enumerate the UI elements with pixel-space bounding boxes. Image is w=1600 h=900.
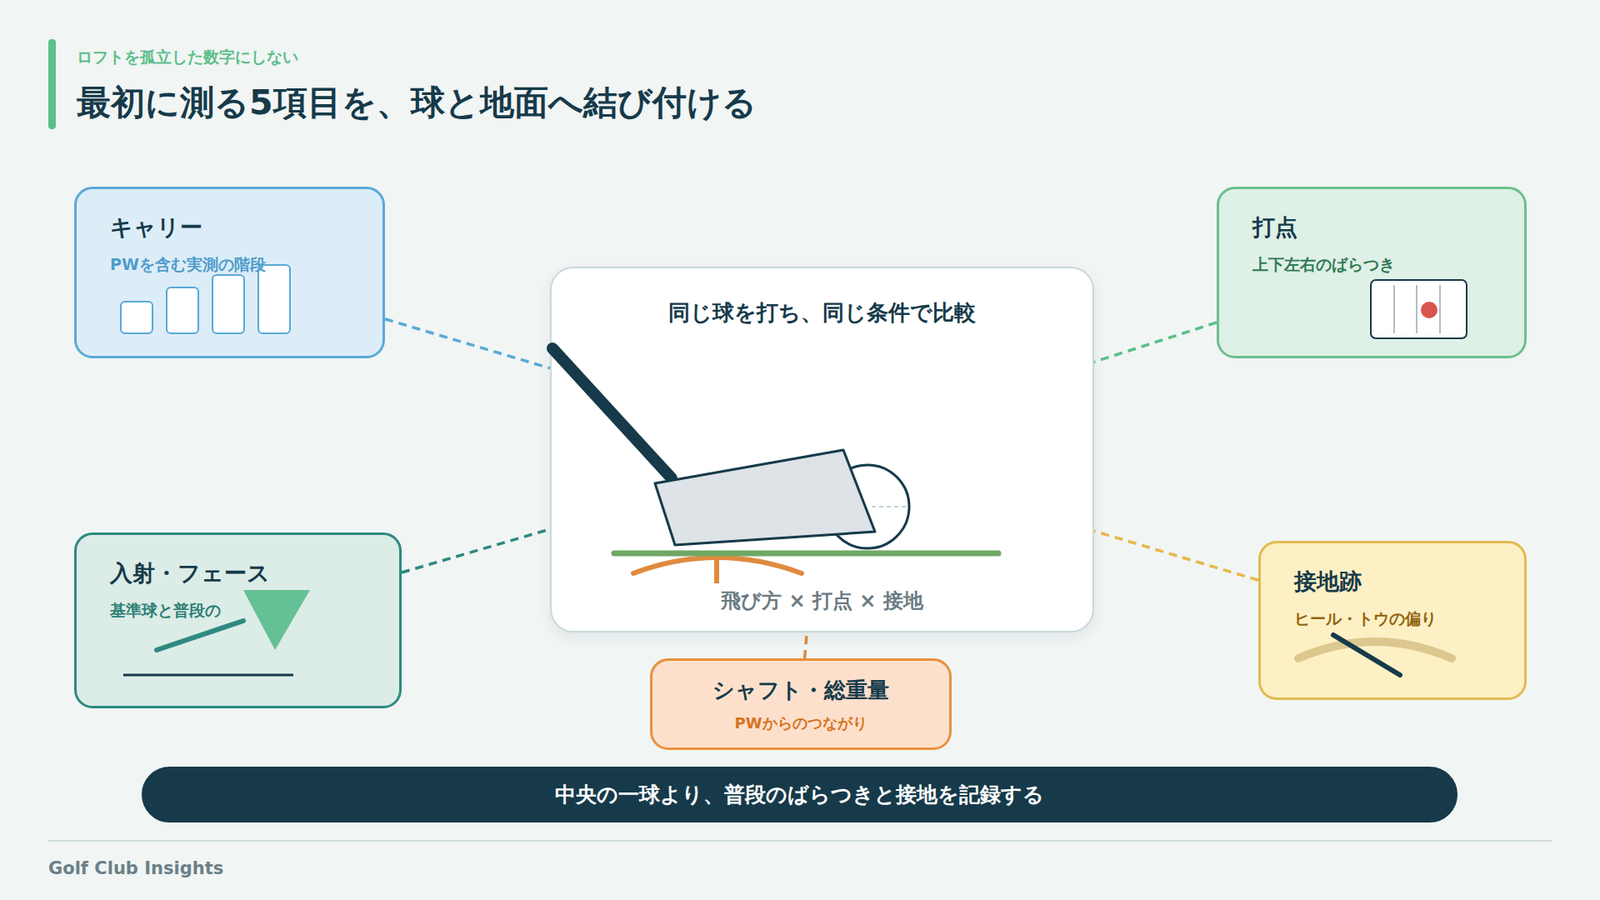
box-caption: ヒール・トウの偏り [1294,608,1500,630]
dashed-connector [401,529,550,573]
box-caption: 飛び方 × 打点 × 接地 [551,587,1093,615]
box-caption: 基準球と普段の [110,600,375,622]
center-panel: 同じ球を打ち、同じ条件で比較飛び方 × 打点 × 接地 [550,266,1095,633]
eyebrow-label: ロフトを孤立した数字にしない [76,46,299,69]
footer-rule [48,840,1552,842]
metric-box: キャリー PWを含む実測の階段 [74,186,385,359]
metric-box: 打点上下左右のばらつき [1216,186,1527,359]
metric-box: 接地跡ヒール・トウの偏り [1258,540,1527,700]
dashed-connector [805,632,808,659]
box-heading: 中央の一球より、普段のばらつきと接地を記録する [555,780,1045,809]
box-heading: 入射・フェース [110,558,375,589]
summary-band: 中央の一球より、普段のばらつきと接地を記録する [141,766,1458,823]
box-heading: 同じ球を打ち、同じ条件で比較 [568,298,1076,328]
dashed-connector [385,319,550,369]
box-heading: シャフト・総重量 [669,675,933,705]
box-caption: PWを含む実測の階段 [110,254,358,276]
footer-label: Golf Club Insights [48,858,224,879]
attack-face-icon [123,590,310,675]
box-heading: キャリー [110,212,358,243]
box-caption: PWからのつながり [669,713,933,734]
dashed-connector [1094,322,1217,362]
box-heading: 打点 [1252,212,1500,243]
impact-face-icon [1370,280,1467,339]
accent-bar [48,39,56,130]
box-caption: 上下左右のばらつき [1252,254,1500,276]
club-illustration [552,348,999,584]
metric-box: シャフト・総重量 PWからのつながり [650,658,952,750]
box-heading: 接地跡 [1294,566,1500,597]
dashed-connector [1094,530,1259,580]
page-title: 最初に測る5項目を、球と地面へ結び付ける [76,80,757,126]
carry-bars [120,265,290,334]
sole-mark-icon [1298,635,1452,675]
metric-box: 入射・フェース基準球と普段の [74,532,402,709]
